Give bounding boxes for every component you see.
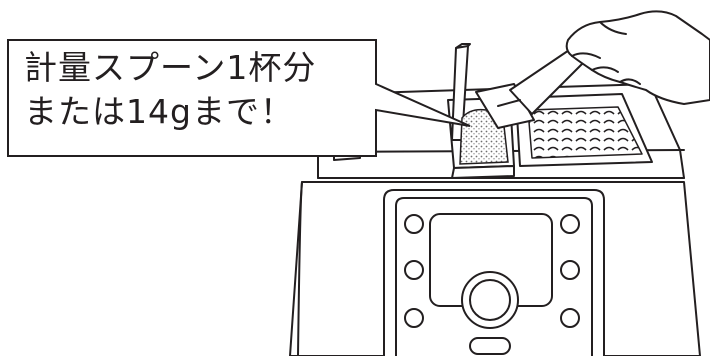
callout-text: 計量スプーン1杯分 または14gまで！: [24, 46, 364, 134]
right-button-2: [560, 260, 580, 280]
callout-line-2: または14gまで！: [24, 92, 294, 131]
dial-knob-inner: [469, 279, 511, 321]
control-panel: [383, 189, 605, 356]
right-button-1: [560, 214, 580, 234]
bean-container-grate: [515, 93, 653, 167]
left-button-2: [404, 260, 424, 280]
hand-icon: [565, 10, 710, 105]
callout-line-1: 計量スプーン1杯分: [24, 48, 317, 87]
callout-box: [7, 39, 471, 157]
left-button-3: [404, 308, 424, 328]
left-button-1: [404, 214, 424, 234]
right-button-3: [560, 308, 580, 328]
power-button: [469, 337, 511, 355]
